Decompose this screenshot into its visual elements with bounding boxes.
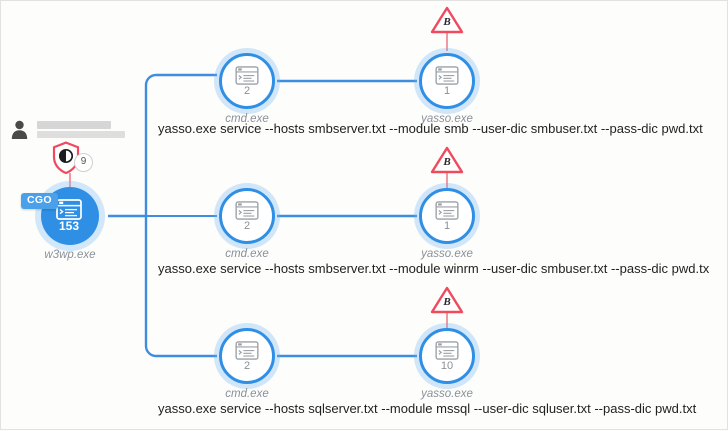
node-label: yasso.exe [421, 388, 473, 400]
person-icon [11, 120, 28, 139]
node-label: cmd.exe [225, 113, 269, 125]
window-terminal-icon [435, 340, 459, 360]
window-terminal-icon [235, 65, 259, 85]
node-label: yasso.exe [421, 113, 473, 125]
alert-badge-2[interactable]: B [430, 145, 464, 175]
warning-triangle-icon [430, 286, 464, 314]
command-line-3: yasso.exe service --hosts sqlserver.txt … [158, 401, 697, 416]
cgo-tag[interactable]: CGO [21, 193, 58, 209]
node-glyph: 2 [219, 328, 275, 384]
node-yasso-3[interactable]: 10 yasso.exe [419, 328, 475, 400]
command-line-1: yasso.exe service --hosts smbserver.txt … [158, 121, 703, 136]
node-label: yasso.exe [421, 248, 473, 260]
user-row [11, 120, 125, 139]
node-cmd-3[interactable]: 2 cmd.exe [219, 328, 275, 400]
node-glyph: 2 [219, 188, 275, 244]
alert-badge-1[interactable]: B [430, 5, 464, 35]
node-w3wp[interactable]: 153 w3wp.exe [41, 187, 99, 261]
window-terminal-icon [435, 65, 459, 85]
node-yasso-1[interactable]: 1 yasso.exe [419, 53, 475, 125]
window-terminal-icon [235, 200, 259, 220]
node-circle [219, 53, 275, 109]
node-cmd-2[interactable]: 2 cmd.exe [219, 188, 275, 260]
node-cmd-1[interactable]: 2 cmd.exe [219, 53, 275, 125]
alert-letter: B [443, 16, 451, 28]
alert-letter: B [443, 296, 451, 308]
node-glyph: 10 [419, 328, 475, 384]
user-name-redacted [37, 121, 125, 138]
warning-triangle-icon [430, 6, 464, 34]
window-terminal-icon [435, 200, 459, 220]
node-glyph: 2 [219, 53, 275, 109]
alert-letter: B [443, 156, 451, 168]
window-terminal-icon [235, 340, 259, 360]
node-label: cmd.exe [225, 248, 269, 260]
warning-triangle-icon [430, 146, 464, 174]
node-label: cmd.exe [225, 388, 269, 400]
node-count: 2 [243, 359, 251, 372]
node-count: 1 [443, 219, 451, 232]
command-line-2: yasso.exe service --hosts smbserver.txt … [158, 261, 710, 276]
node-count: 10 [440, 359, 454, 372]
redaction-bar [37, 131, 125, 138]
shield-badge[interactable]: 9 [51, 141, 93, 175]
shield-count: 9 [74, 153, 93, 172]
node-count: 153 [58, 218, 80, 233]
node-count: 1 [443, 84, 451, 97]
alert-badge-3[interactable]: B [430, 285, 464, 315]
node-count: 2 [243, 219, 251, 232]
node-glyph: 153 [41, 187, 97, 243]
contrast-circle-icon [58, 148, 74, 164]
node-glyph: 1 [419, 53, 475, 109]
window-terminal-icon [56, 198, 82, 220]
redaction-bar [37, 121, 111, 129]
node-circle [419, 53, 475, 109]
node-count: 2 [243, 84, 251, 97]
shield-icon [52, 141, 80, 175]
node-glyph: 1 [419, 188, 475, 244]
node-label: w3wp.exe [44, 249, 96, 261]
node-yasso-2[interactable]: 1 yasso.exe [419, 188, 475, 260]
